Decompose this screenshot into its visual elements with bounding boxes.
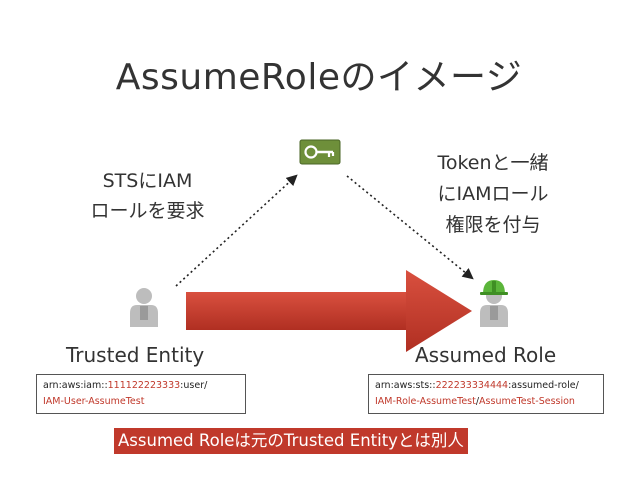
person-icon <box>130 288 158 327</box>
grant-text-line-2: にIAMロール <box>437 183 549 205</box>
request-text-line-1: STSにIAM <box>102 170 193 192</box>
request-text-line-2: ロールを要求 <box>90 200 205 222</box>
grant-dotted-arrow <box>346 175 474 280</box>
grant-text-line-1: Tokenと一緒 <box>437 152 549 174</box>
assumed-arn-line-2: IAM-Role-AssumeTest/AssumeTest-Session <box>375 394 597 410</box>
transition-arrow <box>186 270 472 352</box>
assumed-arn-line-1: arn:aws:sts::222233334444:assumed-role/ <box>375 378 597 394</box>
trusted-arn-line-2: IAM-User-AssumeTest <box>43 394 239 410</box>
assumed-arn-session: AssumeTest-Session <box>479 396 575 407</box>
trusted-entity-caption: Trusted Entity <box>66 343 205 367</box>
trusted-arn-suffix: :user/ <box>180 380 208 391</box>
worker-helmet-person-icon <box>480 280 508 327</box>
assumed-arn-prefix: arn:aws:sts:: <box>375 380 436 391</box>
request-dotted-arrow <box>175 174 298 287</box>
note-banner: Assumed Roleは元のTrusted Entityとは別人 <box>114 428 468 454</box>
key-icon <box>299 139 341 165</box>
assumed-arn-role: IAM-Role-AssumeTest <box>375 396 476 407</box>
trusted-arn-prefix: arn:aws:iam:: <box>43 380 108 391</box>
trusted-entity-arn: arn:aws:iam::111122223333:user/ IAM-User… <box>36 374 246 414</box>
page-title: AssumeRoleのイメージ <box>115 57 523 98</box>
request-text: STSにIAM ロールを要求 <box>55 166 240 226</box>
assumed-arn-separator: / <box>475 396 480 407</box>
trusted-arn-path: IAM-User-AssumeTest <box>43 396 145 407</box>
grant-text: Tokenと一緒 にIAMロール 権限を付与 <box>398 148 588 241</box>
trusted-arn-account: 111122223333 <box>107 380 181 391</box>
trusted-arn-line-1: arn:aws:iam::111122223333:user/ <box>43 378 239 394</box>
assumed-role-caption: Assumed Role <box>415 343 557 367</box>
grant-text-line-3: 権限を付与 <box>445 214 541 236</box>
assumed-role-arn: arn:aws:sts::222233334444:assumed-role/ … <box>368 374 604 414</box>
assumed-arn-account: 222233334444 <box>435 380 509 391</box>
assumed-arn-suffix: :assumed-role/ <box>508 380 579 391</box>
